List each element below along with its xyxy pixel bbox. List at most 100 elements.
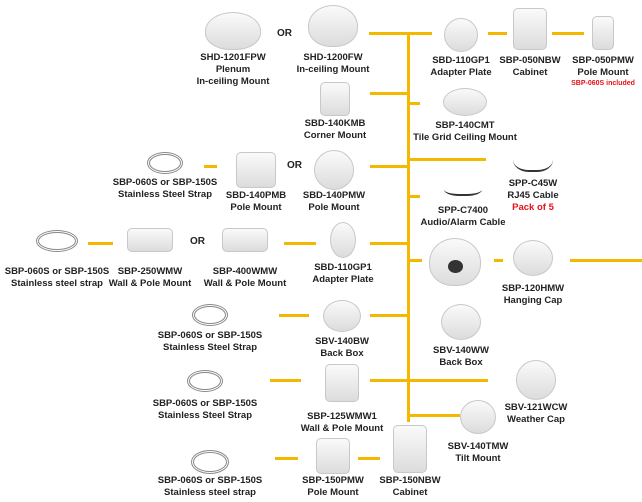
product-description: Wall & Pole Mount	[300, 423, 384, 434]
connector-line	[552, 32, 584, 35]
cabinet-image	[393, 425, 427, 473]
connector-line	[284, 242, 316, 245]
product-code: SPP-C7400	[437, 205, 489, 216]
pole-mount-image	[236, 152, 276, 188]
connector-line	[369, 32, 432, 35]
product-description: In-ceiling Mount	[196, 76, 270, 87]
pole-mount-image	[316, 438, 350, 474]
product-code: SBV-140TMW	[447, 441, 509, 452]
adapter-plate-image	[330, 222, 356, 258]
product-description: Tilt Mount	[455, 453, 501, 464]
product-description: Pole Mount	[577, 67, 629, 78]
connector-line	[270, 379, 301, 382]
product-description: Hanging Cap	[503, 295, 563, 306]
connector-line	[408, 414, 460, 417]
wall-mount-image	[222, 228, 268, 252]
connector-line	[408, 158, 486, 161]
product-code: SBP-060S or SBP-150S	[4, 266, 110, 277]
product-description: Plenum	[215, 64, 251, 75]
audio-cable-image	[444, 180, 482, 196]
pole-mount-image	[314, 150, 354, 190]
connector-line	[370, 379, 488, 382]
product-description: Pole Mount	[308, 202, 360, 213]
steel-strap-image	[147, 152, 183, 174]
connector-line	[370, 314, 408, 317]
product-description: Back Box	[439, 357, 483, 368]
product-code: SBP-125WMW1	[307, 411, 377, 422]
steel-strap-image	[192, 304, 228, 326]
product-description: Stainless steel strap	[11, 278, 103, 289]
rj45-cable-image	[513, 142, 553, 172]
connector-line	[358, 457, 380, 460]
pole-mount-image	[592, 16, 614, 50]
product-code: SBP-250WMW	[117, 266, 183, 277]
connector-line	[408, 195, 420, 198]
product-code: SBD-140PMB	[225, 190, 287, 201]
product-code: SPP-C45W	[508, 178, 558, 189]
connector-line	[408, 259, 422, 262]
product-code: SBV-140BW	[315, 336, 369, 347]
wall-mount-image	[127, 228, 173, 252]
product-description: Stainless steel strap	[164, 487, 256, 498]
steel-strap-image	[187, 370, 223, 392]
camera-lens-icon	[447, 259, 463, 273]
connector-line	[204, 165, 217, 168]
product-code: SHD-1200FW	[303, 52, 363, 63]
product-code: SBP-060S or SBP-150S	[152, 398, 258, 409]
product-code: SBD-140PMW	[302, 190, 366, 201]
product-code: SBP-400WMW	[212, 266, 278, 277]
connector-line	[570, 259, 642, 262]
adapter-plate-image	[444, 18, 478, 52]
connector-line	[88, 242, 113, 245]
product-description: Audio/Alarm Cable	[420, 217, 506, 228]
wall-mount-image	[325, 364, 359, 402]
product-description: Corner Mount	[303, 130, 367, 141]
or-label: OR	[190, 236, 205, 247]
product-description: Wall & Pole Mount	[108, 278, 192, 289]
connector-line	[370, 92, 408, 95]
product-description: Stainless Steel Strap	[163, 342, 257, 353]
weather-cap-image	[516, 360, 556, 400]
steel-strap-image	[36, 230, 78, 252]
connector-line	[279, 314, 309, 317]
product-description: Wall & Pole Mount	[203, 278, 287, 289]
connector-line	[494, 259, 503, 262]
product-description: Cabinet	[392, 487, 428, 498]
corner-mount-image	[320, 82, 350, 116]
product-description: Stainless Steel Strap	[158, 410, 252, 421]
product-description: Adapter Plate	[312, 274, 374, 285]
connector-line	[488, 32, 507, 35]
connector-line	[370, 242, 408, 245]
or-label: OR	[277, 28, 292, 39]
product-description: Pole Mount	[307, 487, 359, 498]
connector-line	[408, 102, 420, 105]
product-note: SBP-060S included	[571, 80, 635, 87]
connector-line	[370, 165, 408, 168]
product-code: SHD-1201FPW	[200, 52, 266, 63]
product-code: SBD-110GP1	[314, 262, 372, 273]
product-code: SBP-150PMW	[302, 475, 364, 486]
